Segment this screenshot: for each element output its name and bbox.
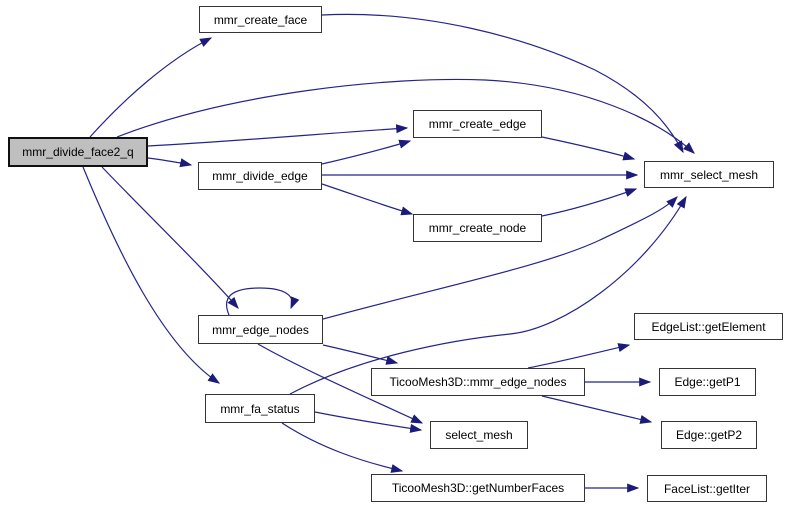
edge-mmr_create_face-to-mmr_select_mesh [321,13,684,154]
edge-mmr_create_node-to-mmr_select_mesh [541,188,638,217]
edge-TicooMesh3D_mmr_edge_nodes-to-EdgeList_getElement [527,343,631,369]
node-mmr_divide_edge[interactable]: mmr_divide_edge [198,162,322,190]
node-Edge_getP2[interactable]: Edge::getP2 [661,421,757,449]
edge-mmr_fa_status-to-mmr_select_mesh [289,195,687,395]
edge-mmr_edge_nodes-self-loop [226,287,300,316]
edge-mmr_edge_nodes-to-mmr_select_mesh [322,196,678,320]
edge-mmr_divide_edge-to-mmr_create_node [321,183,414,216]
node-mmr_fa_status[interactable]: mmr_fa_status [205,394,315,423]
node-mmr_create_node[interactable]: mmr_create_node [413,214,542,242]
node-mmr_create_edge[interactable]: mmr_create_edge [413,110,542,138]
node-mmr_create_face[interactable]: mmr_create_face [199,6,322,33]
edge-mmr_divide_face2_q-to-mmr_select_mesh [116,78,695,154]
edge-mmr_divide_face2_q-to-mmr_fa_status [82,166,221,384]
node-Edge_getP1[interactable]: Edge::getP1 [659,368,756,396]
edge-mmr_create_edge-to-mmr_select_mesh [541,136,636,161]
edge-mmr_edge_nodes-to-select_mesh [257,343,424,424]
node-mmr_select_mesh[interactable]: mmr_select_mesh [644,161,774,188]
edge-mmr_divide_face2_q-to-mmr_edge_nodes [101,166,239,309]
edge-mmr_divide_face2_q-to-mmr_divide_edge [147,157,193,168]
edge-mmr_divide_face2_q-to-mmr_create_edge [147,124,409,147]
node-mmr_edge_nodes[interactable]: mmr_edge_nodes [198,315,323,344]
edge-mmr_fa_status-to-select_mesh [314,411,423,433]
edge-mmr_divide_edge-to-mmr_create_edge [321,139,412,165]
edge-mmr_edge_nodes-to-TicooMesh3D_mmr_edge_nodes [322,344,399,365]
node-select_mesh[interactable]: select_mesh [430,421,528,449]
node-FaceList_getIter[interactable]: FaceList::getIter [647,475,767,502]
node-TicooMesh3D_getNumberFaces[interactable]: TicooMesh3D::getNumberFaces [371,474,585,502]
node-EdgeList_getElement[interactable]: EdgeList::getElement [634,313,783,340]
edge-mmr_fa_status-to-TicooMesh3D_getNumberFaces [281,422,404,473]
node-mmr_divide_face2_q: mmr_divide_face2_q [8,137,148,167]
edge-TicooMesh3D_mmr_edge_nodes-to-Edge_getP2 [541,395,653,424]
node-TicooMesh3D_mmr_edge_nodes[interactable]: TicooMesh3D::mmr_edge_nodes [371,368,585,396]
edge-mmr_divide_face2_q-to-mmr_create_face [89,37,213,138]
